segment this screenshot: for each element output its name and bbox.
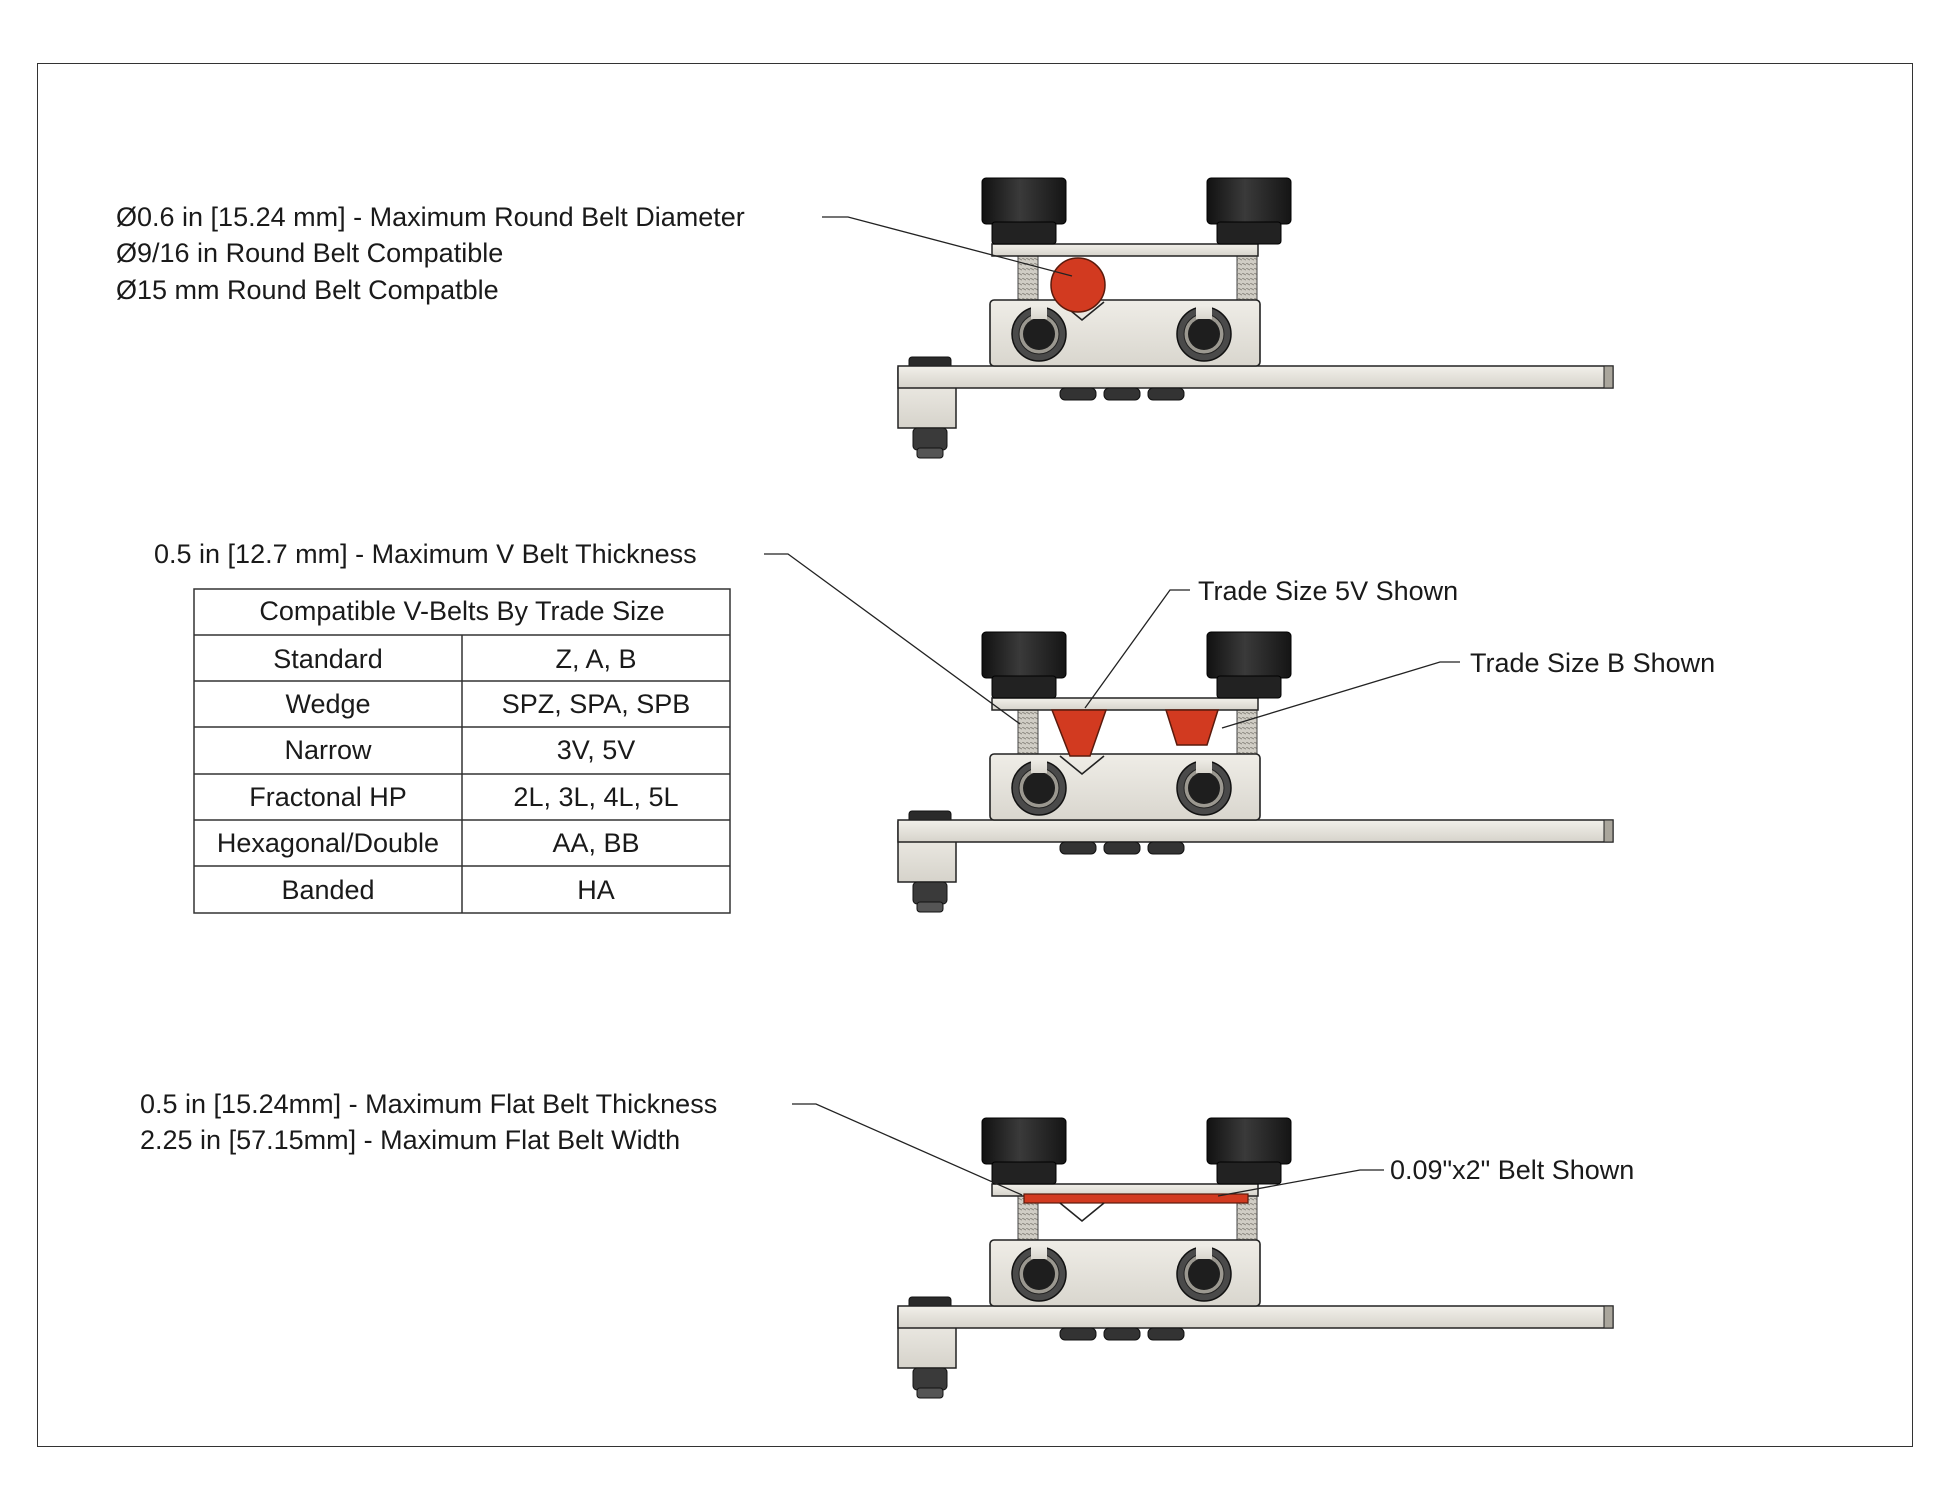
- round-belt-15mm-label: Ø15 mm Round Belt Compatble: [116, 275, 499, 305]
- leader-lines: [764, 216, 1460, 1197]
- round-belt-max-diameter-label: Ø0.6 in [15.24 mm] - Maximum Round Belt …: [116, 202, 745, 232]
- trade-size-5v-callout: Trade Size 5V Shown: [1198, 576, 1458, 606]
- flat-belt-labels: 0.5 in [15.24mm] - Maximum Flat Belt Thi…: [140, 1089, 717, 1155]
- table-cell-type: Banded: [281, 875, 374, 905]
- table-row: Narrow 3V, 5V: [284, 735, 635, 765]
- table-cell-sizes: 3V, 5V: [557, 735, 636, 765]
- v-belt-compatibility-table: Compatible V-Belts By Trade Size Standar…: [193, 588, 731, 914]
- v-belt-max-thickness-label: 0.5 in [12.7 mm] - Maximum V Belt Thickn…: [154, 539, 697, 569]
- table-cell-type: Standard: [273, 644, 383, 674]
- flat-belt-max-width-label: 2.25 in [57.15mm] - Maximum Flat Belt Wi…: [140, 1125, 680, 1155]
- table-row: Banded HA: [281, 875, 614, 905]
- table-cell-sizes: HA: [577, 875, 615, 905]
- table-row: Standard Z, A, B: [273, 644, 636, 674]
- table-cell-type: Hexagonal/Double: [217, 828, 439, 858]
- v-belt-clamp-assembly: [897, 631, 1614, 913]
- table-row: Fractonal HP 2L, 3L, 4L, 5L: [249, 782, 678, 812]
- table-title: Compatible V-Belts By Trade Size: [259, 596, 664, 626]
- v-belt-5v: [1050, 709, 1108, 757]
- trade-size-b-callout: Trade Size B Shown: [1470, 648, 1715, 678]
- round-belt-916-label: Ø9/16 in Round Belt Compatible: [116, 238, 503, 268]
- round-belt-clamp-assembly: [897, 177, 1614, 459]
- table-cell-type: Wedge: [285, 689, 370, 719]
- drawing-border: [37, 63, 1913, 1447]
- round-belt-labels: Ø0.6 in [15.24 mm] - Maximum Round Belt …: [116, 202, 745, 305]
- table-cell-type: Narrow: [284, 735, 372, 765]
- table-cell-sizes: SPZ, SPA, SPB: [502, 689, 691, 719]
- table-row: Hexagonal/Double AA, BB: [217, 828, 640, 858]
- table-cell-type: Fractonal HP: [249, 782, 407, 812]
- flat-belt-shown-callout: 0.09"x2" Belt Shown: [1390, 1155, 1634, 1185]
- flat-belt: [1023, 1193, 1249, 1204]
- round-belt: [1050, 257, 1106, 313]
- flat-belt-max-thickness-label: 0.5 in [15.24mm] - Maximum Flat Belt Thi…: [140, 1089, 717, 1119]
- table-cell-sizes: AA, BB: [552, 828, 639, 858]
- table-row: Wedge SPZ, SPA, SPB: [285, 689, 690, 719]
- flat-belt-clamp-assembly: [897, 1117, 1614, 1399]
- table-cell-sizes: Z, A, B: [555, 644, 636, 674]
- table-cell-sizes: 2L, 3L, 4L, 5L: [513, 782, 678, 812]
- v-belt-b: [1164, 709, 1220, 746]
